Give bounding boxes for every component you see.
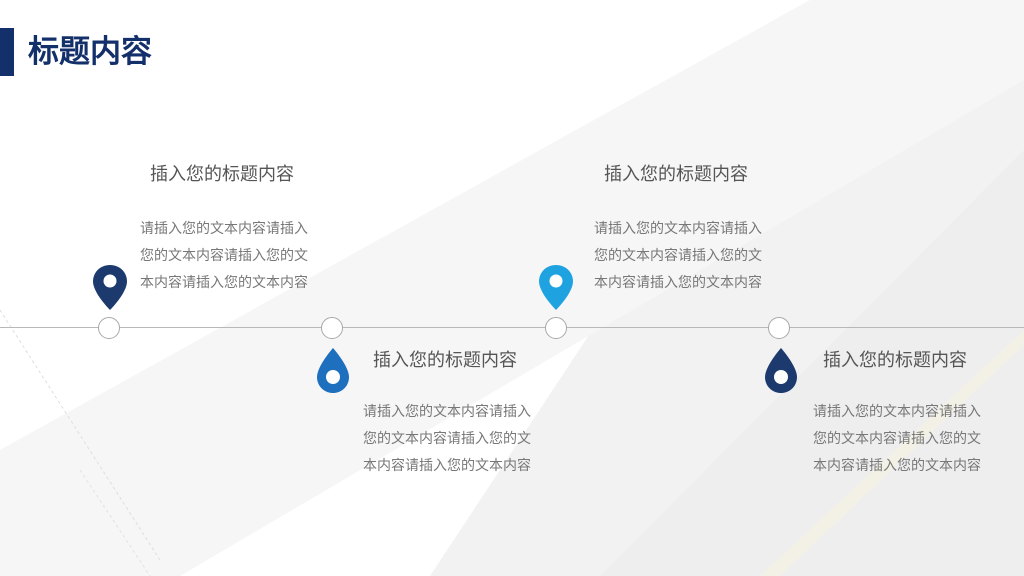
timeline-node bbox=[98, 317, 120, 339]
title-accent-bar bbox=[0, 28, 14, 76]
timeline-line bbox=[0, 327, 1024, 328]
item-body: 请插入您的文本内容请插入您的文本内容请插入您的文本内容请插入您的文本内容 bbox=[594, 221, 762, 291]
water-drop-icon bbox=[765, 348, 797, 393]
item-body: 请插入您的文本内容请插入您的文本内容请插入您的文本内容请插入您的文本内容 bbox=[140, 221, 308, 291]
timeline-node bbox=[768, 317, 790, 339]
item-title: 插入您的标题内容 bbox=[823, 350, 967, 371]
water-drop-icon bbox=[317, 348, 349, 393]
timeline-node bbox=[321, 317, 343, 339]
map-pin-icon bbox=[539, 265, 573, 310]
item-title: 插入您的标题内容 bbox=[150, 164, 294, 185]
timeline-node bbox=[545, 317, 567, 339]
item-title: 插入您的标题内容 bbox=[604, 164, 748, 185]
item-body: 请插入您的文本内容请插入您的文本内容请插入您的文本内容请插入您的文本内容 bbox=[813, 404, 981, 474]
item-title: 插入您的标题内容 bbox=[373, 350, 517, 371]
map-pin-icon bbox=[93, 265, 127, 310]
item-body: 请插入您的文本内容请插入您的文本内容请插入您的文本内容请插入您的文本内容 bbox=[363, 404, 531, 474]
page-title: 标题内容 bbox=[28, 34, 152, 70]
